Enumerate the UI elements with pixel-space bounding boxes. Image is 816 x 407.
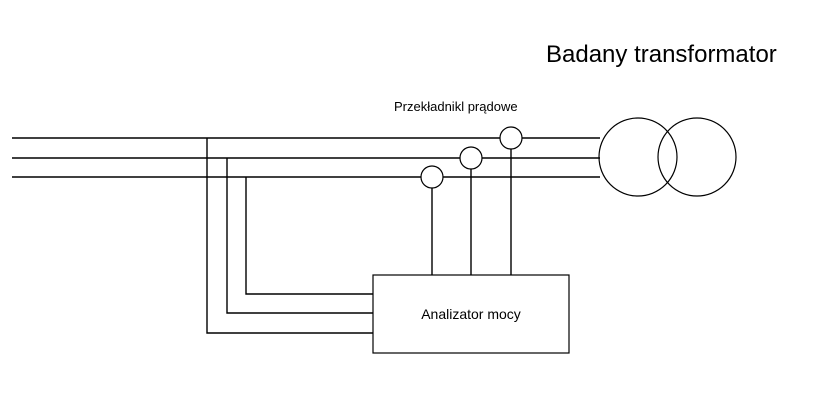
voltage-tap-2 xyxy=(226,158,373,314)
voltage-tap-1 xyxy=(206,138,373,334)
current-transformers-label: Przekładnikl prądowe xyxy=(394,99,518,114)
transformer-secondary-winding xyxy=(657,117,737,197)
current-transformers xyxy=(420,126,523,275)
transformer-primary-winding xyxy=(598,117,678,197)
current-transformer-3 xyxy=(420,165,444,189)
diagram-title: Badany transformator xyxy=(546,41,777,68)
power-analyzer-label: Analizator mocy xyxy=(421,306,521,322)
power-analyzer-box xyxy=(372,274,570,354)
current-transformer-2 xyxy=(459,146,483,170)
voltage-tap-3 xyxy=(245,177,373,295)
current-transformer-1 xyxy=(499,126,523,150)
voltage-taps xyxy=(206,138,373,334)
transformer-symbol xyxy=(598,117,737,197)
